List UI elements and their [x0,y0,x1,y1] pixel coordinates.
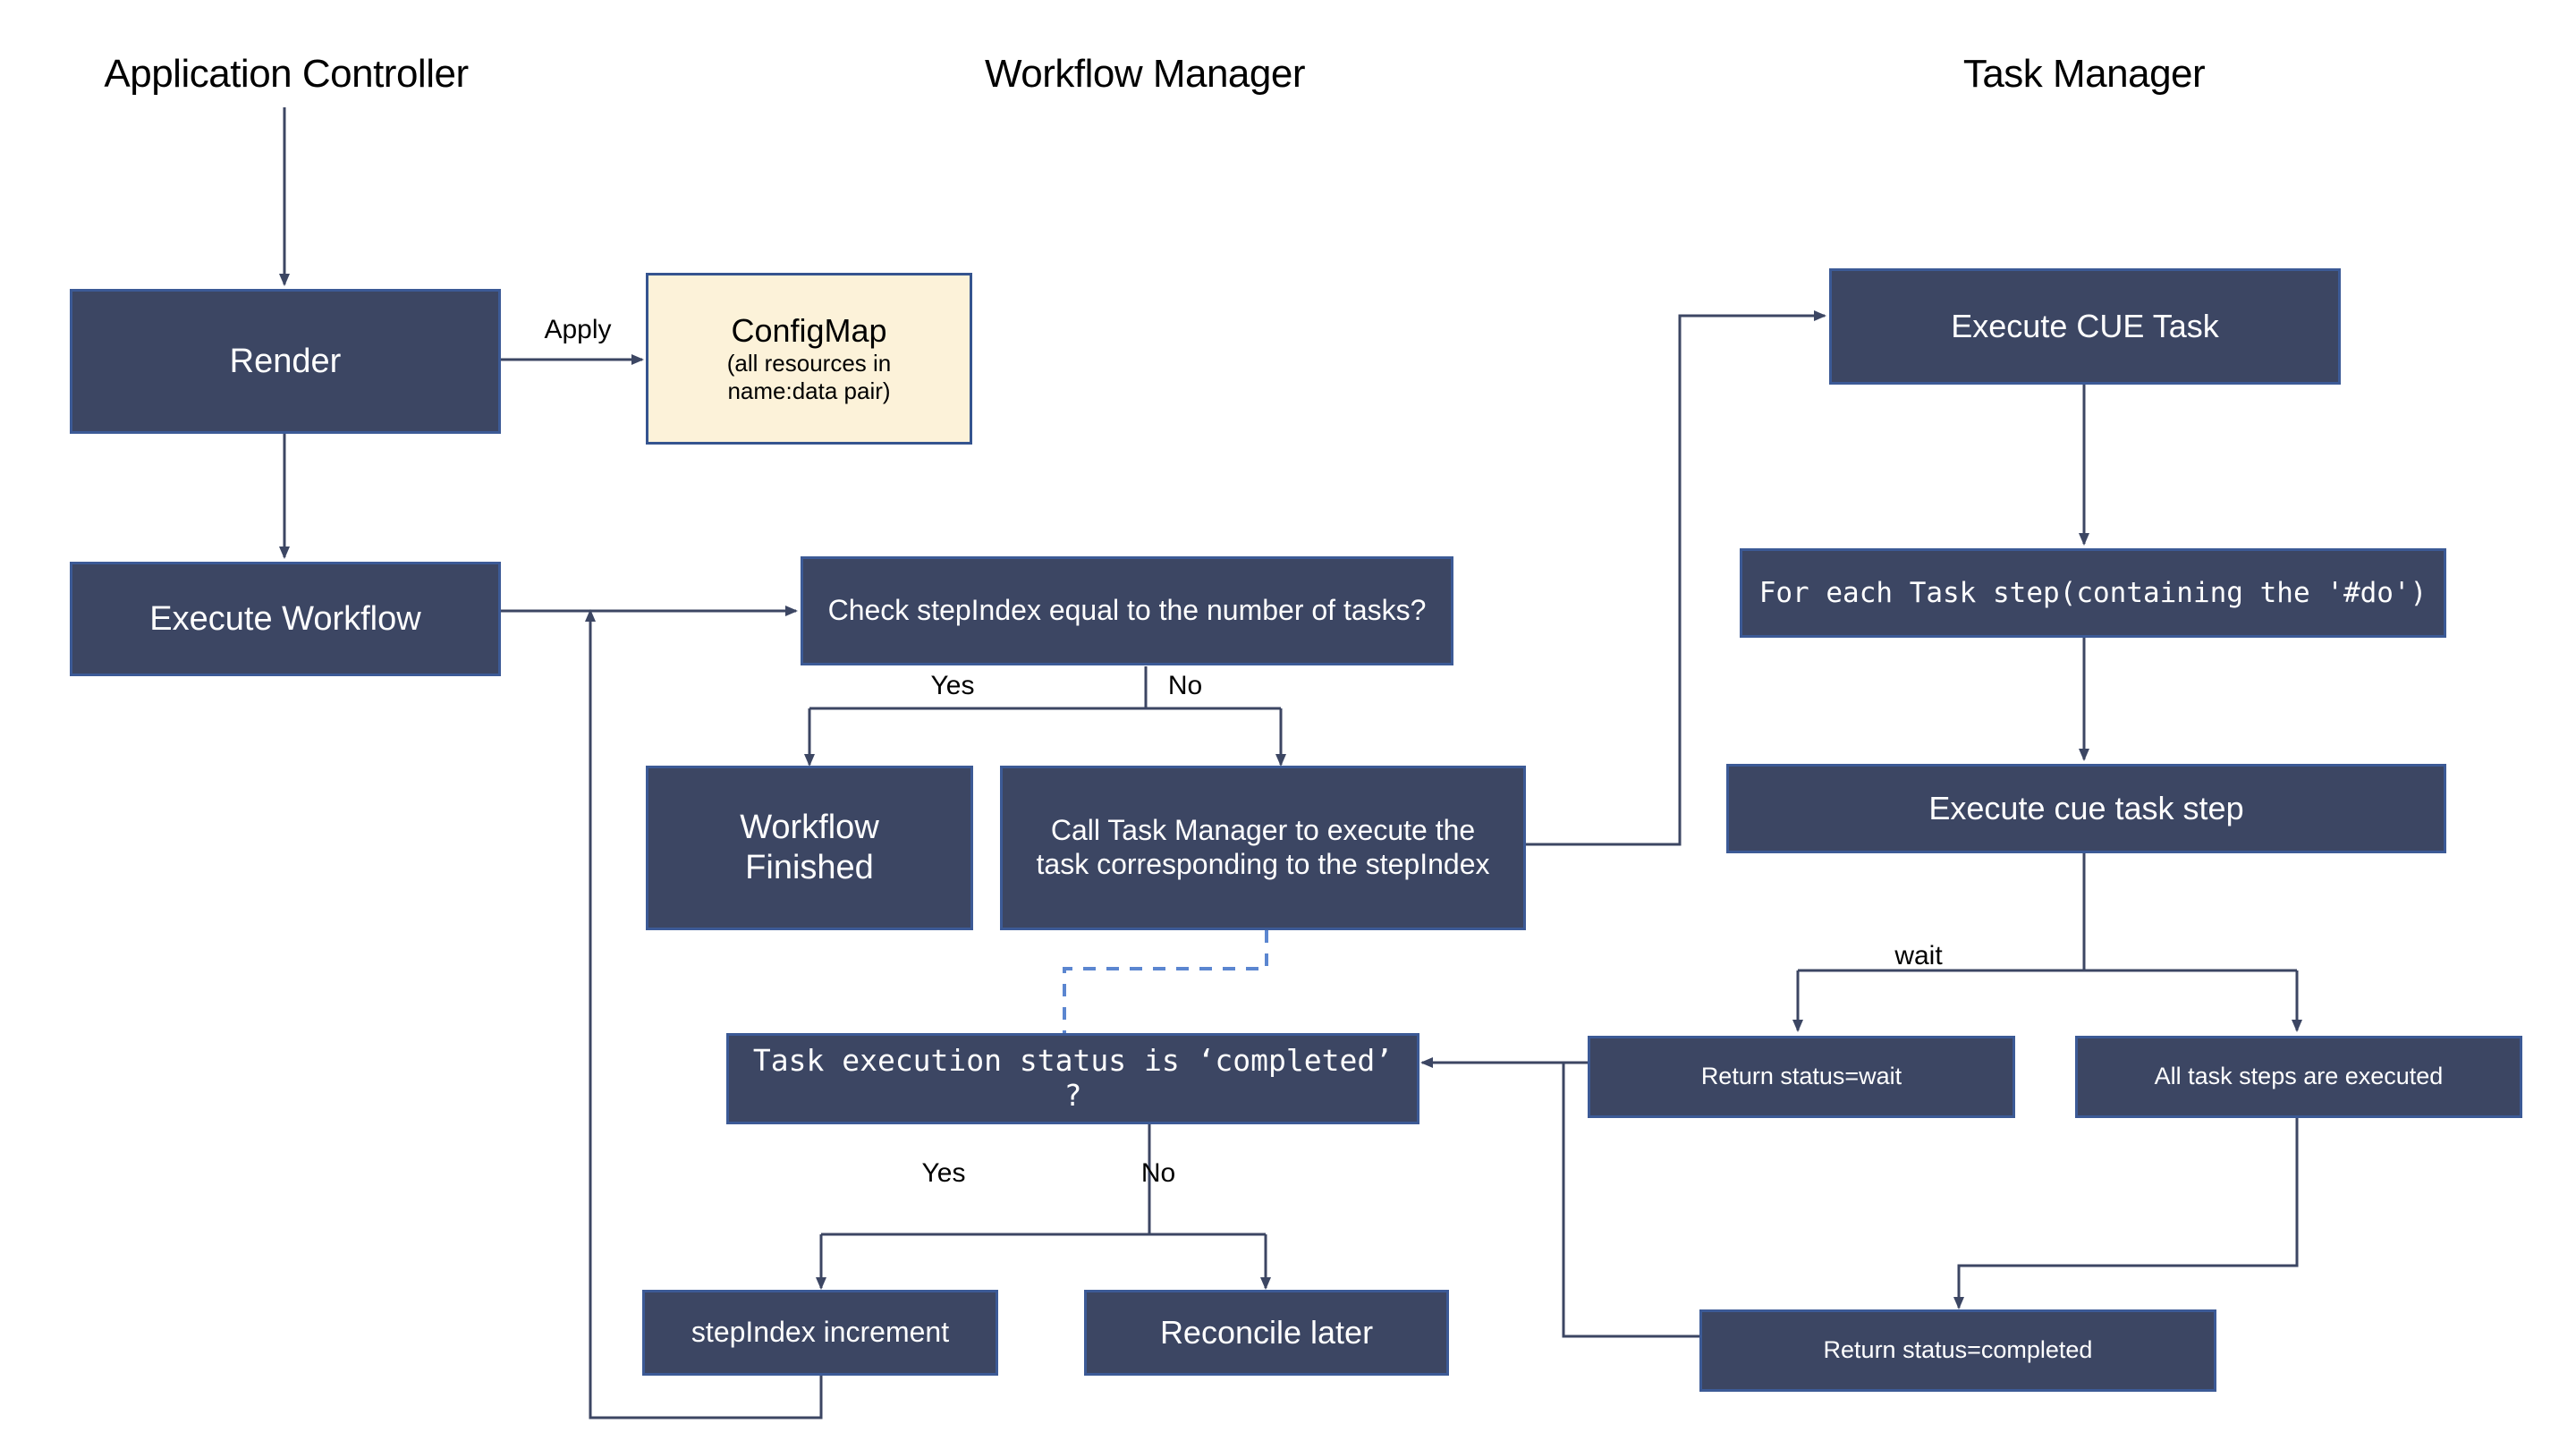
node-task-execution-status-label: Task execution status is ‘completed’ ? [752,1043,1394,1113]
node-render[interactable]: Render [70,289,501,434]
node-stepindex-increment-label: stepIndex increment [691,1316,950,1349]
edge-call-task-to-execute-cue [1526,310,1826,846]
node-render-label: Render [229,342,342,380]
edge-label-yes-status: Yes [921,1158,966,1188]
node-configmap-subline2: name:data pair) [727,377,891,404]
node-execute-cue-task-label: Execute CUE Task [1951,307,2219,344]
edge-label-no-status: No [1140,1158,1176,1188]
node-for-each-task-step-label: For each Task step(containing the '#do') [1758,576,2428,609]
node-task-execution-status[interactable]: Task execution status is ‘completed’ ? [726,1033,1419,1124]
node-for-each-task-step[interactable]: For each Task step(containing the '#do') [1740,548,2446,638]
edge-stepindex-loop-back [585,609,823,1419]
node-workflow-finished-line1: Workflow [740,809,879,847]
node-configmap[interactable]: ConfigMap (all resources in name:data pa… [646,273,972,445]
edge-check-split [809,666,1281,765]
node-call-task-manager-line1: Call Task Manager to execute the [1050,814,1476,847]
node-call-task-manager-line2: task corresponding to the stepIndex [1036,848,1490,880]
node-stepindex-increment[interactable]: stepIndex increment [642,1290,998,1376]
edge-label-yes-check: Yes [930,671,975,700]
edge-call-task-dashed-to-status [1063,930,1268,1033]
edge-label-apply: Apply [544,315,612,344]
node-reconcile-later[interactable]: Reconcile later [1084,1290,1449,1376]
node-workflow-finished-line2: Finished [745,849,874,886]
node-check-stepindex[interactable]: Check stepIndex equal to the number of t… [801,556,1453,665]
lane-title-application-controller: Application Controller [104,52,469,96]
edge-status-split [821,1123,1266,1236]
node-configmap-subline1: (all resources in [726,349,892,377]
node-return-status-wait-label: Return status=wait [1700,1063,1902,1090]
node-execute-workflow[interactable]: Execute Workflow [70,562,501,676]
node-execute-cue-task[interactable]: Execute CUE Task [1829,268,2341,385]
edge-label-wait: wait [1894,941,1943,970]
node-execute-cue-task-step-label: Execute cue task step [1928,789,2244,826]
node-configmap-title: ConfigMap [731,312,887,350]
node-reconcile-later-label: Reconcile later [1159,1313,1374,1351]
lane-title-task-manager: Task Manager [1962,52,2206,96]
node-return-status-completed-label: Return status=completed [1823,1336,2093,1364]
node-all-task-steps-executed[interactable]: All task steps are executed [2075,1036,2522,1118]
node-execute-workflow-label: Execute Workflow [149,599,421,638]
node-workflow-finished[interactable]: Workflow Finished [646,766,973,930]
node-execute-cue-task-step[interactable]: Execute cue task step [1726,764,2446,853]
node-return-status-completed[interactable]: Return status=completed [1699,1309,2216,1392]
node-return-status-wait[interactable]: Return status=wait [1588,1036,2015,1118]
lane-title-workflow-manager: Workflow Manager [985,52,1306,96]
node-check-stepindex-label: Check stepIndex equal to the number of t… [827,594,1427,627]
edge-label-no-check: No [1167,671,1203,700]
node-all-task-steps-executed-label: All task steps are executed [2154,1063,2444,1090]
node-call-task-manager[interactable]: Call Task Manager to execute the task co… [1000,766,1526,930]
edge-all-executed-to-completed [1953,1095,2299,1309]
